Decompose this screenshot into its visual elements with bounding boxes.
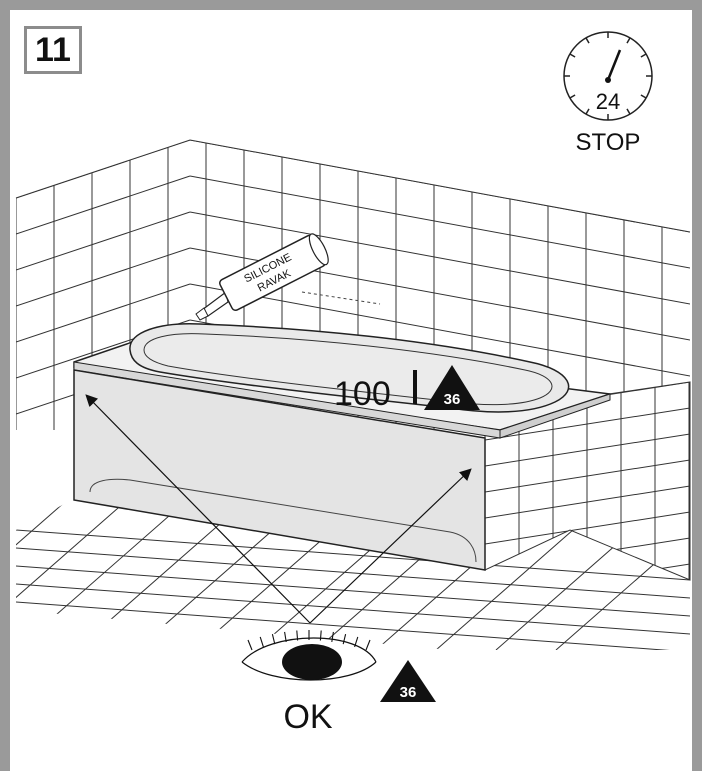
step-number-box: 11 [24, 26, 82, 74]
silicone-tube: SILICONE RAVAK [195, 233, 381, 321]
bathtub-side-edge [499, 393, 611, 439]
bathtub-front-panel [73, 369, 486, 571]
measure-value: 100 [334, 375, 391, 413]
svg-text:36: 36 [400, 684, 417, 701]
water-level-measure: 100 [334, 370, 417, 413]
reference-triangle-tub: 36 [424, 365, 480, 410]
wall-corner-edge [15, 139, 691, 233]
eye-icon [241, 630, 377, 681]
inspection-ok-label: OK [283, 698, 332, 736]
reference-triangle-eye: 36 [380, 660, 436, 702]
inspection-arrows [85, 394, 472, 624]
svg-text:36: 36 [444, 391, 461, 408]
timer-hours: 24 [596, 89, 620, 114]
timer-stop-label: STOP [576, 129, 641, 156]
step-number: 11 [35, 30, 71, 69]
bathtub-installation-diagram: SILICONE RAVAK 100 36 OK [15, 31, 691, 736]
timer-stopwatch-icon: 24 [563, 31, 653, 121]
